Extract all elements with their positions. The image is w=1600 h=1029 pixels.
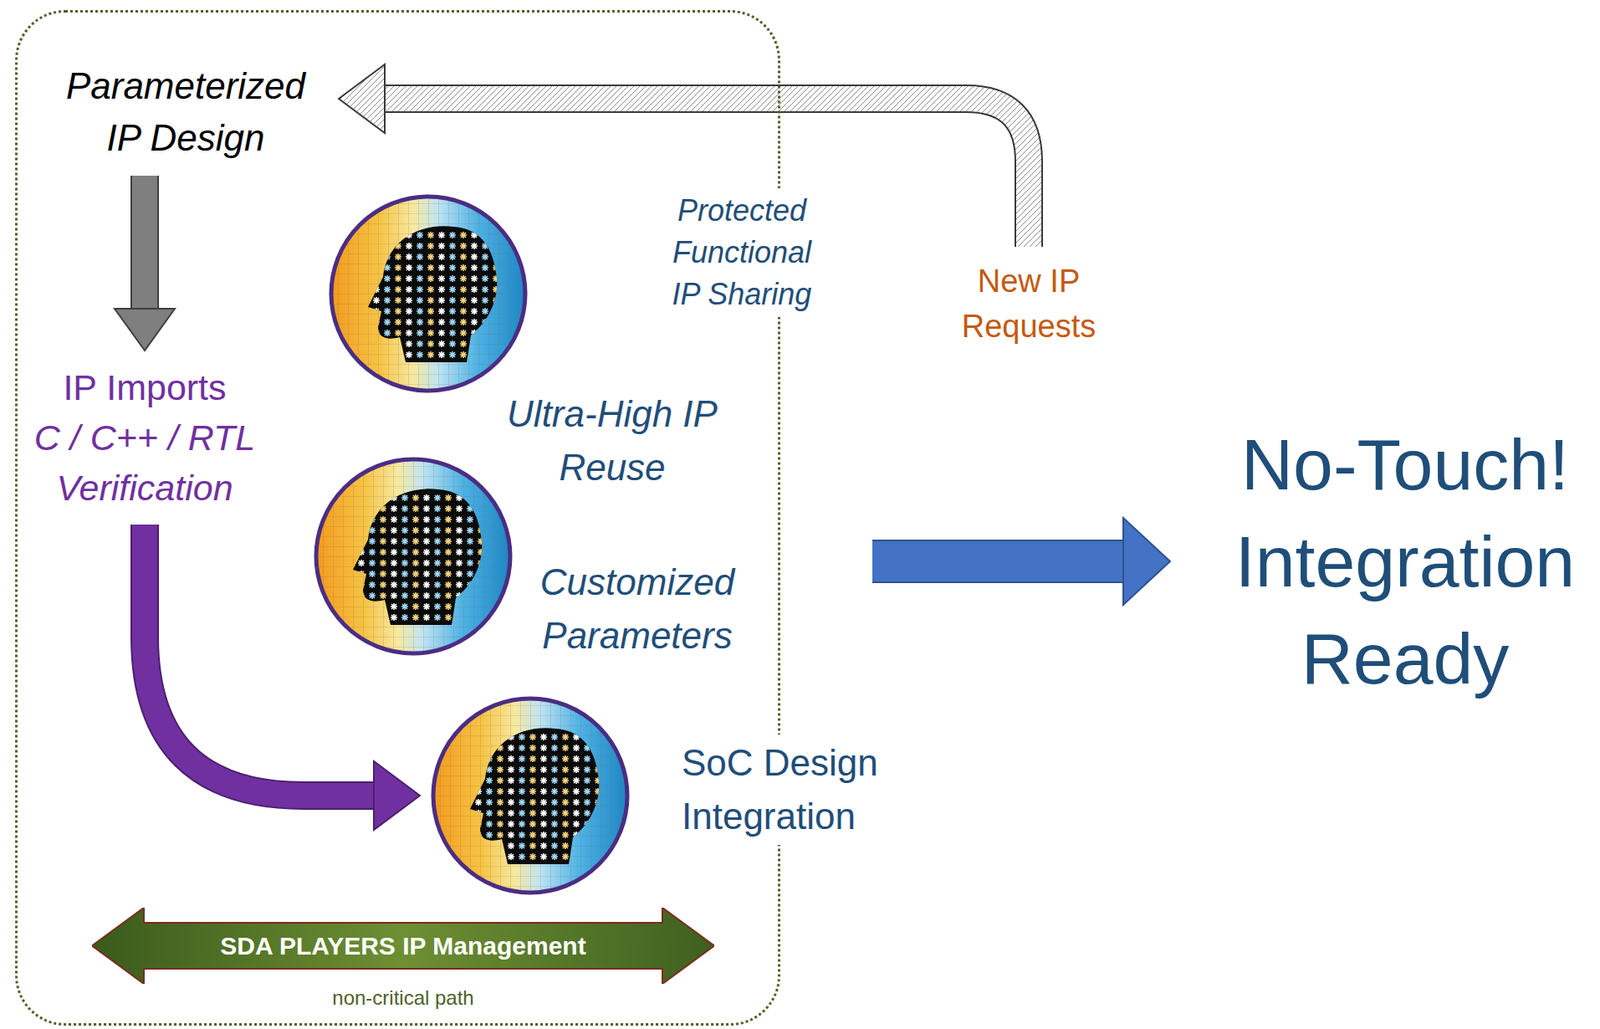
chip-grid — [331, 196, 526, 391]
step-detail: C / C++ / RTL Verification — [15, 412, 275, 513]
chip-background — [316, 459, 511, 654]
chip-border — [316, 459, 511, 654]
head-stars — [485, 733, 591, 860]
request-label: New IP Requests — [928, 258, 1130, 349]
chip-border — [331, 196, 526, 391]
head-stars — [496, 733, 602, 860]
head-stars — [379, 494, 485, 621]
management-band: SDA PLAYERS IP Managementnon-critical pa… — [92, 907, 715, 984]
ip-icon: Customized Parameters — [312, 455, 514, 657]
arrow-head — [373, 761, 420, 830]
arrow-shaft-outline — [130, 175, 159, 309]
band-note: non-critical path — [92, 985, 715, 1011]
step-title: IP Imports — [15, 362, 275, 413]
arrow-head — [1123, 517, 1171, 605]
result-label: No-Touch! Integration Ready — [1216, 415, 1594, 707]
chip-background — [331, 196, 526, 391]
arrow-head — [338, 64, 385, 133]
text-node: New IP Requests — [923, 253, 1135, 354]
ip-icon: SoC Design Integration — [429, 695, 631, 896]
icon-caption: Customized Parameters — [520, 555, 755, 663]
head-stars — [357, 494, 463, 621]
band-shape — [92, 907, 715, 984]
chip-border — [433, 698, 628, 893]
arrow-head — [114, 308, 175, 351]
region-outline: Protected Functional IP SharingParameter… — [15, 10, 781, 1026]
text-node: No-Touch! Integration Ready — [1211, 410, 1599, 712]
head-stars — [383, 231, 489, 358]
chip-background — [433, 698, 628, 893]
chip-grid — [433, 698, 628, 893]
flow-arrow — [114, 175, 175, 351]
output-arrow — [872, 517, 1171, 605]
icon-caption: SoC Design Integration — [678, 734, 911, 845]
head-stars — [368, 494, 474, 621]
arrow-shaft — [872, 541, 1124, 582]
ip-icon: Ultra-High IP Reuse — [327, 193, 529, 394]
text-node: IP ImportsC / C++ / RTL Verification — [10, 357, 280, 518]
region-label: Protected Functional IP Sharing — [650, 188, 834, 317]
arrow-shaft — [132, 175, 158, 309]
band-label: SDA PLAYERS IP Management — [92, 929, 715, 963]
chip-head-icon — [312, 455, 514, 657]
arrow-shaft-outline — [872, 539, 1124, 583]
chip-head-icon — [429, 695, 631, 896]
text-node: Parameterized IP Design — [42, 55, 329, 169]
icon-caption: Ultra-High IP Reuse — [503, 387, 721, 495]
step-title: Parameterized IP Design — [47, 60, 324, 164]
head-stars — [373, 231, 478, 358]
chip-head-icon — [327, 193, 529, 394]
head-stars — [475, 733, 580, 860]
chip-grid — [316, 459, 511, 654]
head-stars — [394, 231, 500, 358]
